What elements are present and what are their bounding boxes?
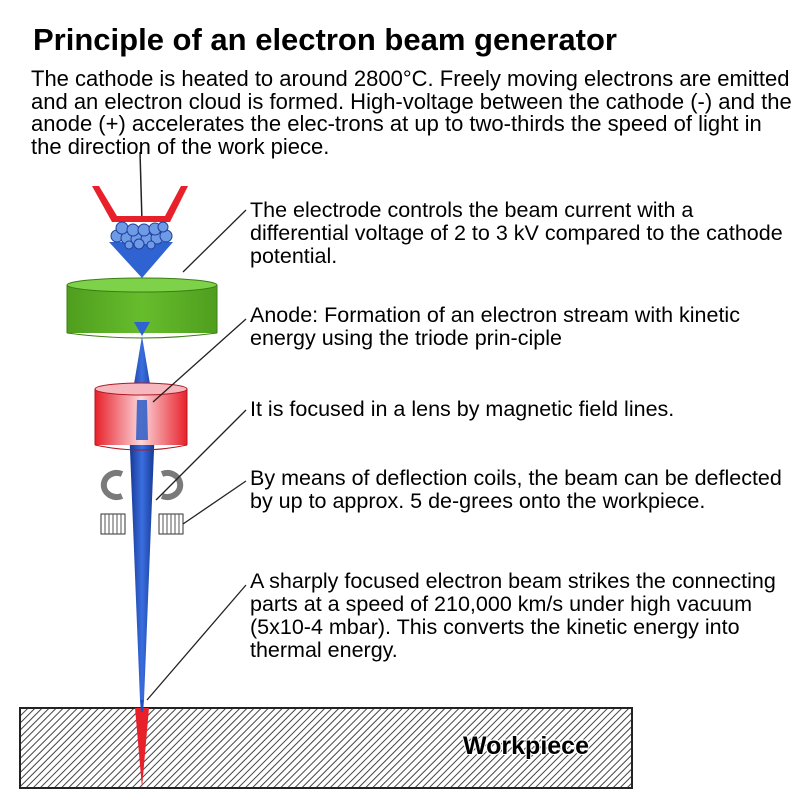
deflection-coil-right xyxy=(158,513,184,535)
filament-wire xyxy=(139,151,143,223)
callout-lens: It is focused in a lens by magnetic fiel… xyxy=(250,397,675,421)
electron-cloud xyxy=(110,221,173,250)
callout-beam: A sharply focused electron beam strikes … xyxy=(250,569,776,662)
anode-cylinder xyxy=(66,277,218,339)
callout-electrode: The electrode controls the beam current … xyxy=(250,198,783,268)
leader-electrode xyxy=(182,209,247,273)
deflection-ring-left xyxy=(100,470,124,500)
deflection-coil-left xyxy=(100,513,126,535)
page-title: Principle of an electron beam generator xyxy=(33,22,617,57)
leader-lens xyxy=(155,409,247,501)
workpiece-label: Workpiece xyxy=(463,732,589,760)
workpiece-block xyxy=(19,707,633,789)
beam-tip xyxy=(140,700,144,712)
beam-waist xyxy=(134,322,150,336)
leader-deflection xyxy=(182,480,247,525)
leader-beam xyxy=(146,584,247,701)
callout-anode: Anode: Formation of an electron stream w… xyxy=(250,303,740,350)
electron-cone xyxy=(109,242,173,278)
leader-anode xyxy=(152,318,247,403)
beam-through-lens xyxy=(136,400,148,440)
cathode-cup xyxy=(92,186,188,222)
callout-deflection: By means of deflection coils, the beam c… xyxy=(250,466,782,513)
weld-spot xyxy=(135,708,149,788)
intro-paragraph: The cathode is heated to around 2800°C. … xyxy=(31,66,792,159)
deflection-ring-right xyxy=(160,470,184,500)
leader-lines xyxy=(146,209,247,701)
